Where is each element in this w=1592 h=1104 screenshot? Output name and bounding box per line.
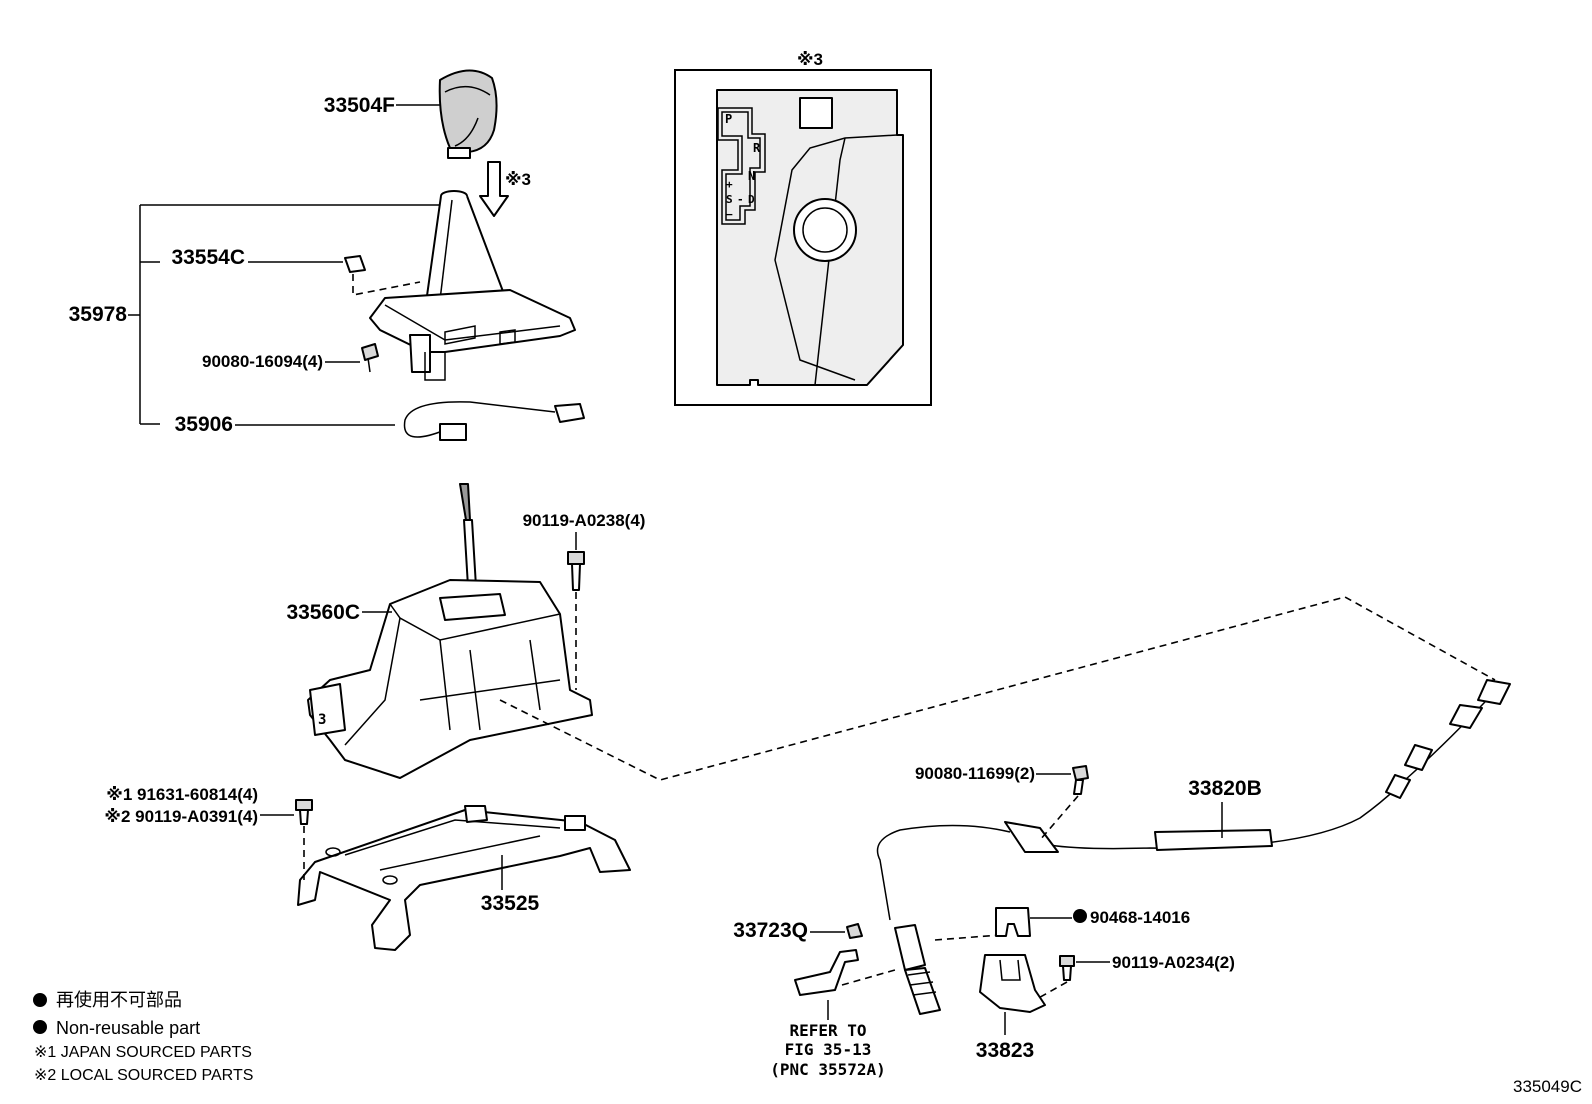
indicator-window bbox=[799, 97, 833, 129]
label-90080-11699: 90080-11699(2) bbox=[915, 764, 1035, 783]
inset-title: ※3 bbox=[797, 50, 823, 69]
shift-housing: 3 33560C bbox=[286, 579, 593, 779]
label-bolt-local: ※2 90119-A0391(4) bbox=[104, 807, 258, 826]
gate-dash: - bbox=[737, 193, 744, 206]
legend-item-3: ※1 JAPAN SOURCED PARTS bbox=[34, 1044, 252, 1061]
label-33560C: 33560C bbox=[286, 601, 360, 624]
gate-minus: − bbox=[726, 208, 733, 221]
label-33823: 33823 bbox=[976, 1039, 1034, 1062]
label-arrow-note: ※3 bbox=[505, 170, 531, 189]
shift-knob: 33504F bbox=[324, 69, 498, 159]
shift-cable: 33820B bbox=[876, 679, 1511, 1015]
label-33723Q: 33723Q bbox=[733, 919, 808, 942]
label-33525: 33525 bbox=[481, 892, 540, 915]
label-90468-14016: 90468-14016 bbox=[1090, 908, 1190, 927]
linkage-dashed bbox=[499, 596, 1496, 781]
bolt-bracket: ※1 91631-60814(4) ※2 90119-A0391(4) bbox=[104, 785, 313, 880]
legend-item-2: Non-reusable part bbox=[56, 1018, 200, 1038]
assy-bracket: 35978 bbox=[69, 204, 440, 425]
grommet-33723Q: 33723Q bbox=[733, 919, 863, 942]
view-arrow: ※3 bbox=[479, 161, 531, 217]
gate-plus: + bbox=[726, 178, 733, 191]
gate-p: P bbox=[725, 112, 732, 126]
bolt-11699: 90080-11699(2) bbox=[915, 764, 1089, 841]
wire-35906: 35906 bbox=[175, 401, 585, 441]
clip-33554C: 33554C bbox=[171, 246, 421, 296]
label-33820B: 33820B bbox=[1188, 777, 1262, 800]
refer-note: REFER TO FIG 35-13 (PNC 35572A) bbox=[770, 1000, 886, 1079]
bolt-16094: 90080-16094(4) bbox=[202, 343, 379, 373]
label-35978: 35978 bbox=[69, 303, 128, 326]
diagram-code: 335049C bbox=[1513, 1077, 1582, 1096]
label-35906: 35906 bbox=[175, 413, 233, 436]
label-bolt-jp: ※1 91631-60814(4) bbox=[106, 785, 258, 804]
base-bracket: 33525 bbox=[297, 805, 631, 951]
cable-bracket-33823: 33823 bbox=[976, 954, 1046, 1062]
legend: 再使用不可部品 Non-reusable part ※1 JAPAN SOURC… bbox=[33, 990, 253, 1084]
gate-s: S bbox=[726, 193, 733, 206]
inset-panel: ※3 P R N + S - D − bbox=[674, 50, 932, 406]
label-33504F: 33504F bbox=[324, 94, 395, 117]
gate-n: N bbox=[748, 169, 755, 183]
gate-r: R bbox=[753, 141, 761, 155]
refer-line-2: FIG 35-13 bbox=[785, 1040, 872, 1059]
refer-line-3: (PNC 35572A) bbox=[770, 1060, 886, 1079]
legend-item-4: ※2 LOCAL SOURCED PARTS bbox=[34, 1067, 253, 1084]
nonreusable-dot bbox=[1073, 909, 1087, 923]
label-33554C: 33554C bbox=[171, 246, 245, 269]
clip-14016: 90468-14016 bbox=[995, 907, 1190, 937]
gate-d: D bbox=[748, 193, 755, 206]
refer-line-1: REFER TO bbox=[789, 1021, 866, 1040]
bolt-a0234: 90119-A0234(2) bbox=[1034, 953, 1235, 1001]
bolt-a0238: 90119-A0238(4) bbox=[523, 511, 646, 690]
lever-boot-assy bbox=[369, 190, 576, 381]
label-90119-A0238: 90119-A0238(4) bbox=[523, 511, 646, 530]
inset-border bbox=[674, 69, 932, 406]
refer-bracket bbox=[794, 934, 1001, 996]
label-90119-A0234: 90119-A0234(2) bbox=[1112, 953, 1235, 972]
legend-item-1: 再使用不可部品 bbox=[56, 990, 182, 1010]
label-90080-16094: 90080-16094(4) bbox=[202, 352, 323, 371]
svg-text:3: 3 bbox=[318, 712, 326, 728]
